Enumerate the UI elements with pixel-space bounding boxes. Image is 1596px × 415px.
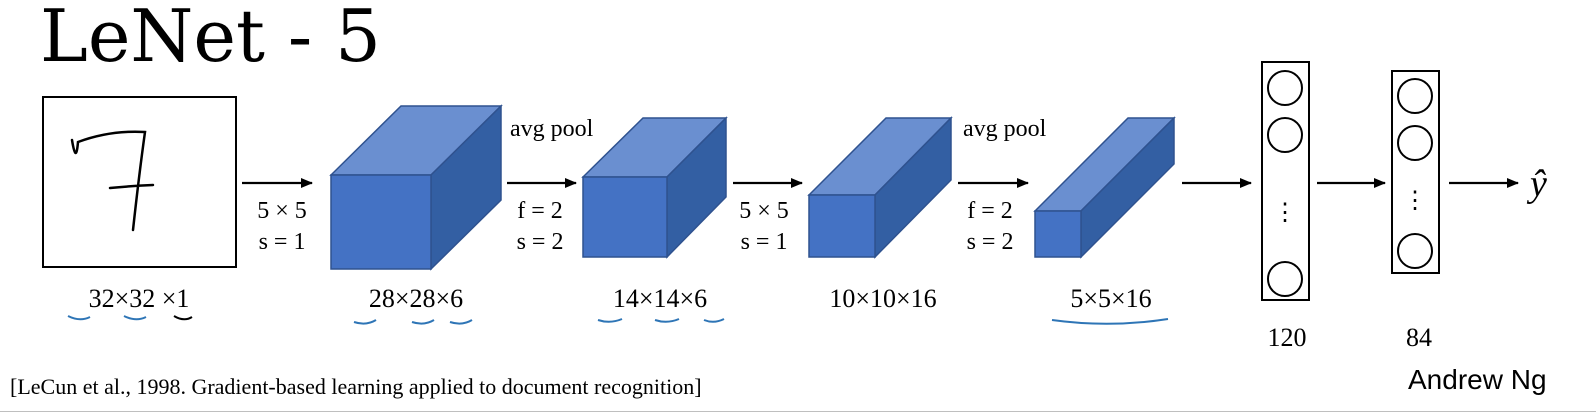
fc-layer-84 [1391, 70, 1440, 274]
volume-dims: 14×14×6 [613, 284, 707, 313]
edge-filter: 5 × 5 [739, 198, 789, 224]
edge-stride: s = 1 [741, 229, 788, 255]
slide-title: LeNet - 5 [40, 0, 381, 78]
underline-mark [703, 318, 725, 323]
underline-mark [353, 319, 377, 325]
volume-dims: 10×10×16 [829, 284, 936, 313]
edge-stride: s = 2 [517, 229, 564, 255]
volume-dims: 5×5×16 [1070, 284, 1151, 313]
fc-layer-120 [1261, 61, 1310, 301]
volume-10x10x16 [807, 116, 953, 259]
author-name: Andrew Ng [1408, 364, 1547, 395]
underline-mark [1051, 318, 1169, 325]
underline-mark [123, 315, 147, 321]
underline-mark [597, 318, 623, 323]
volume-5x5x16 [1033, 116, 1176, 259]
underline-mark [654, 318, 680, 323]
input-dims: 32×32 ×1 [89, 284, 190, 313]
edge-filter: f = 2 [967, 198, 1013, 224]
divider [0, 411, 1596, 412]
edge-op-label: avg pool [510, 116, 594, 142]
vdots: ⋮ [1273, 200, 1297, 226]
fc-units: 84 [1406, 323, 1432, 352]
output-label: ŷ [1526, 163, 1547, 205]
volume-14x14x6 [581, 116, 728, 259]
volume-dims: 28×28×6 [369, 284, 463, 313]
underline-mark [173, 315, 193, 321]
volume-28x28x6 [329, 104, 503, 271]
vdots: ⋮ [1403, 188, 1427, 214]
handwritten-digit [70, 130, 155, 232]
edge-filter: f = 2 [517, 198, 563, 224]
underline-mark [449, 319, 473, 325]
edge-filter: 5 × 5 [257, 198, 307, 224]
edge-op-label: avg pool [963, 116, 1047, 142]
underline-mark [411, 319, 435, 325]
edge-stride: s = 2 [967, 229, 1014, 255]
underline-mark [67, 315, 91, 321]
edge-stride: s = 1 [259, 229, 306, 255]
citation: [LeCun et al., 1998. Gradient-based lear… [10, 374, 702, 399]
fc-units: 120 [1268, 323, 1307, 352]
